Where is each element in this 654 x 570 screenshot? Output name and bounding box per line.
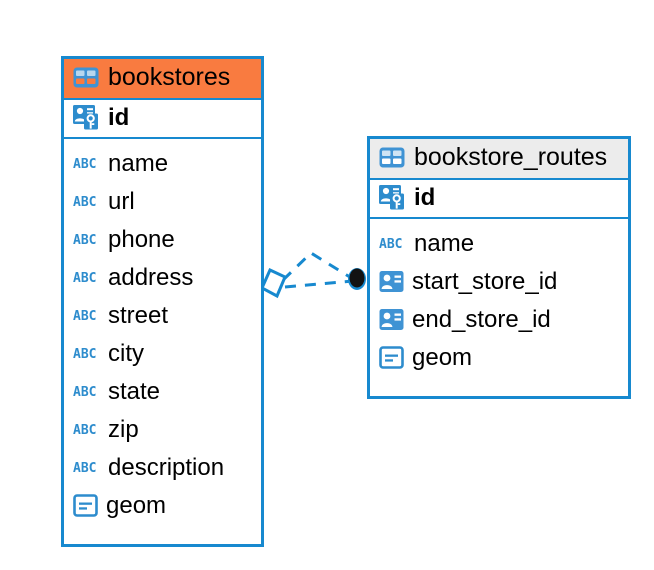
- table-icon: [379, 147, 405, 168]
- field-row-description[interactable]: ABC description: [73, 449, 251, 487]
- foreign-key-icon: [379, 309, 404, 331]
- field-label-routes-geom: geom: [412, 343, 473, 371]
- abc-text-icon: ABC: [73, 461, 96, 475]
- field-row-start-store-id[interactable]: start_store_id: [379, 263, 618, 301]
- field-label-street: street: [108, 301, 169, 329]
- field-label-state: state: [108, 377, 161, 405]
- field-list-bookstore-routes: ABC name start_store_id: [370, 219, 628, 385]
- field-row-routes-id[interactable]: id: [370, 177, 628, 219]
- field-label-bookstores-id: id: [108, 103, 130, 131]
- field-label-url: url: [108, 187, 135, 215]
- svg-text:ABC: ABC: [73, 271, 96, 285]
- svg-text:ABC: ABC: [73, 461, 96, 475]
- field-row-name[interactable]: ABC name: [73, 145, 251, 183]
- primary-key-icon: [379, 185, 404, 210]
- field-label-routes-name: name: [414, 229, 475, 257]
- primary-key-icon: [73, 105, 98, 130]
- field-label-zip: zip: [108, 415, 139, 443]
- field-row-end-store-id[interactable]: end_store_id: [379, 301, 618, 339]
- field-row-routes-name[interactable]: ABC name: [379, 225, 618, 263]
- field-label-name: name: [108, 149, 169, 177]
- field-row-street[interactable]: ABC street: [73, 297, 251, 335]
- relationship-source-diamond-icon: [260, 267, 287, 299]
- field-row-city[interactable]: ABC city: [73, 335, 251, 373]
- relationship-line-upper: [281, 251, 354, 282]
- geometry-icon: [73, 494, 98, 518]
- field-row-url[interactable]: ABC url: [73, 183, 251, 221]
- svg-text:ABC: ABC: [73, 423, 96, 437]
- svg-text:ABC: ABC: [73, 385, 96, 399]
- abc-text-icon: ABC: [379, 237, 402, 251]
- field-row-address[interactable]: ABC address: [73, 259, 251, 297]
- relationship-target-dot-icon: [348, 268, 366, 290]
- entity-table-bookstores[interactable]: bookstores id A: [61, 56, 264, 547]
- field-row-zip[interactable]: ABC zip: [73, 411, 251, 449]
- relationship-line-lower: [284, 279, 354, 289]
- table-icon: [73, 67, 99, 88]
- entity-header-bookstore-routes[interactable]: bookstore_routes: [370, 139, 628, 178]
- field-row-state[interactable]: ABC state: [73, 373, 251, 411]
- abc-text-icon: ABC: [73, 309, 96, 323]
- svg-text:ABC: ABC: [73, 233, 96, 247]
- field-label-description: description: [108, 453, 225, 481]
- entity-title-bookstores: bookstores: [108, 63, 231, 91]
- field-row-phone[interactable]: ABC phone: [73, 221, 251, 259]
- svg-text:ABC: ABC: [73, 195, 96, 209]
- entity-header-bookstores[interactable]: bookstores: [64, 59, 261, 98]
- field-label-city: city: [108, 339, 144, 367]
- entity-table-bookstore-routes[interactable]: bookstore_routes id: [367, 136, 631, 399]
- svg-text:ABC: ABC: [379, 237, 402, 251]
- field-label-address: address: [108, 263, 194, 291]
- abc-text-icon: ABC: [73, 423, 96, 437]
- field-label-start-store-id: start_store_id: [412, 267, 558, 295]
- field-label-geom: geom: [106, 491, 167, 519]
- foreign-key-icon: [379, 271, 404, 293]
- field-label-phone: phone: [108, 225, 175, 253]
- svg-text:ABC: ABC: [73, 347, 96, 361]
- field-list-bookstores: ABC name ABC url ABC phone ABC: [64, 139, 261, 533]
- abc-text-icon: ABC: [73, 195, 96, 209]
- geometry-icon: [379, 346, 404, 370]
- field-row-bookstores-id[interactable]: id: [64, 97, 261, 139]
- field-row-routes-geom[interactable]: geom: [379, 339, 618, 377]
- entity-title-bookstore-routes: bookstore_routes: [414, 143, 608, 171]
- field-label-end-store-id: end_store_id: [412, 305, 551, 333]
- field-label-routes-id: id: [414, 183, 436, 211]
- abc-text-icon: ABC: [73, 271, 96, 285]
- abc-text-icon: ABC: [73, 385, 96, 399]
- abc-text-icon: ABC: [73, 233, 96, 247]
- svg-text:ABC: ABC: [73, 309, 96, 323]
- abc-text-icon: ABC: [73, 347, 96, 361]
- field-row-geom[interactable]: geom: [73, 487, 251, 525]
- abc-text-icon: ABC: [73, 157, 96, 171]
- svg-text:ABC: ABC: [73, 157, 96, 171]
